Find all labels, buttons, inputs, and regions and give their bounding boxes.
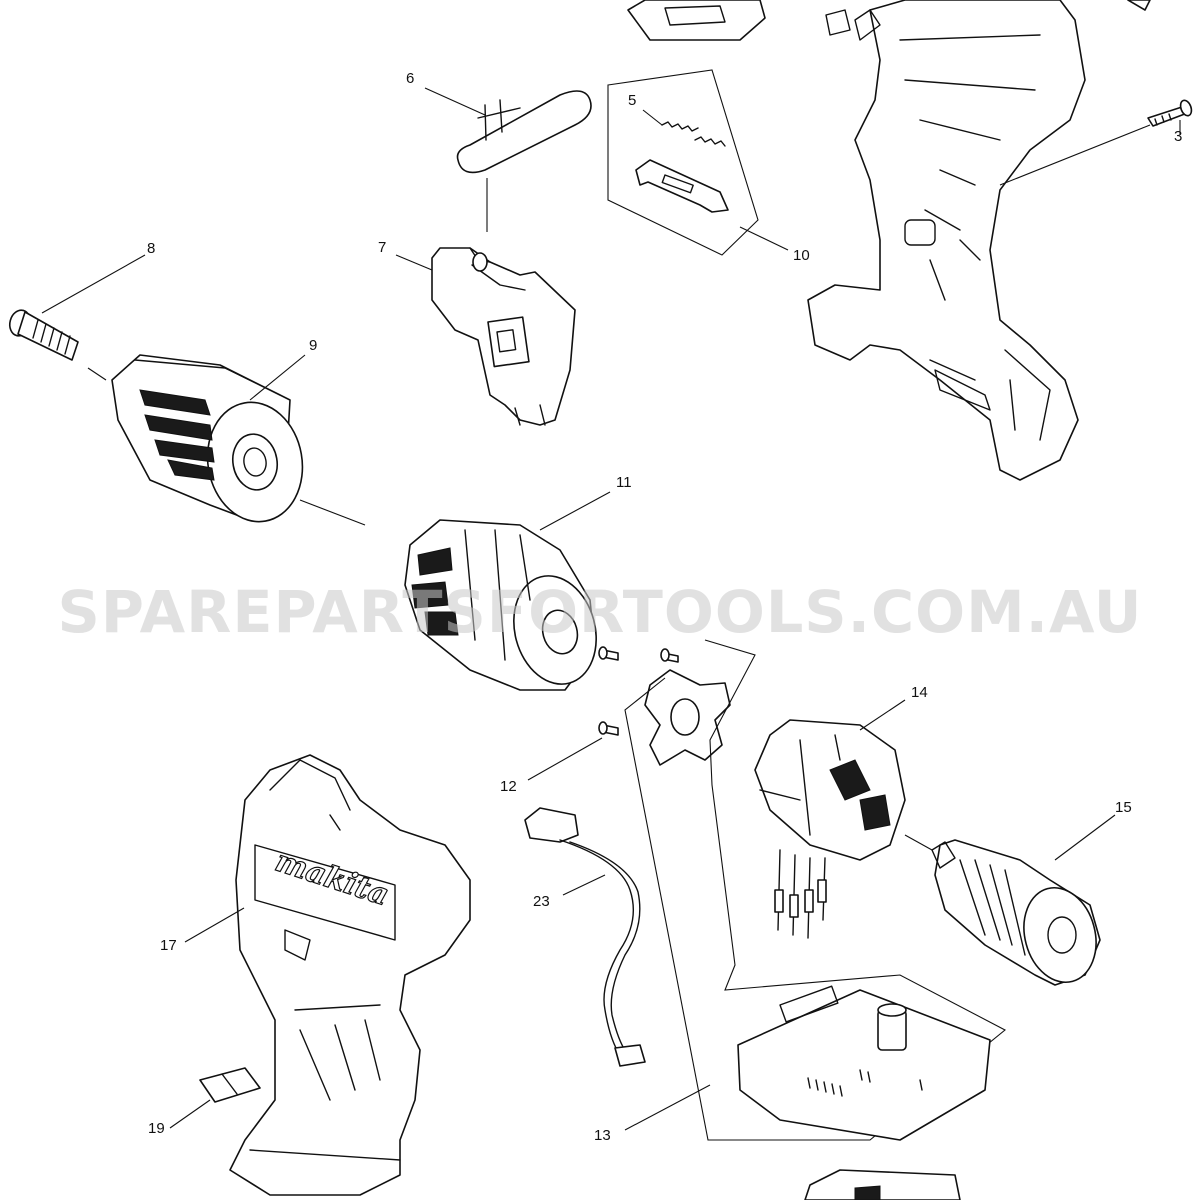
- switch-7-part[interactable]: [431, 247, 576, 426]
- part-label-6: 6: [406, 70, 414, 87]
- leader-line-9: [249, 354, 306, 401]
- gear-assembly-11-part[interactable]: [404, 519, 608, 693]
- leader-line-11: [539, 491, 611, 531]
- screw-12-upper-part[interactable]: [598, 646, 619, 661]
- springs-5-part[interactable]: [661, 121, 726, 147]
- controller-board-part[interactable]: [737, 985, 991, 1141]
- motor-plate-part[interactable]: [644, 669, 731, 766]
- part-label-8: 8: [147, 240, 155, 257]
- leader-line-10: [739, 226, 789, 251]
- part-label-11: 11: [616, 474, 632, 491]
- wire-harness-23-part[interactable]: [524, 807, 646, 1067]
- part-label-17: 17: [160, 937, 177, 954]
- stator-14-part[interactable]: [754, 719, 906, 939]
- rotary-switch-plate-part[interactable]: [627, 0, 766, 41]
- leader-line-13: [624, 1084, 711, 1131]
- part-label-13: 13: [594, 1127, 611, 1144]
- leader-line-12: [527, 737, 603, 781]
- bottom-center-part[interactable]: [804, 1169, 961, 1200]
- leader-line-15b: [904, 834, 933, 851]
- part-10-group-box: [607, 69, 759, 256]
- part-label-7: 7: [378, 239, 386, 256]
- part-label-23: 23: [533, 893, 550, 910]
- part-label-15: 15: [1115, 799, 1132, 816]
- leader-line-14: [859, 699, 906, 731]
- screw-8-part[interactable]: [7, 308, 79, 361]
- contact-plate-part[interactable]: [635, 159, 729, 213]
- part-label-12: 12: [500, 778, 517, 795]
- part-label-10: 10: [793, 247, 810, 264]
- switch-lever-6-part[interactable]: [456, 90, 592, 174]
- part-label-3: 3: [1174, 128, 1182, 145]
- top-right-corner-part[interactable]: [1127, 0, 1151, 11]
- watermark-text: SPAREPARTSFORTOOLS.COM.AU: [58, 578, 1143, 646]
- leader-line-8: [41, 254, 146, 314]
- part-label-14: 14: [911, 684, 928, 701]
- leader-line-19: [169, 1099, 211, 1129]
- leader-line-6: [424, 87, 486, 116]
- housing-half-part[interactable]: [807, 0, 1086, 481]
- part-label-19: 19: [148, 1120, 165, 1137]
- screw-3-part[interactable]: [1147, 99, 1193, 127]
- leader-line-9b: [299, 499, 366, 526]
- chuck-9-part[interactable]: [111, 354, 312, 529]
- leader-line-17: [184, 907, 245, 943]
- leader-line-3b: [999, 124, 1151, 186]
- leader-line-23: [562, 874, 606, 896]
- housing-17-part[interactable]: makita: [229, 754, 471, 1196]
- leader-line-7: [395, 254, 433, 271]
- leader-line-15: [1054, 814, 1116, 861]
- leader-line-5: [642, 109, 663, 126]
- screw-12-right-part[interactable]: [660, 648, 679, 663]
- part-label-9: 9: [309, 337, 317, 354]
- label-19-part[interactable]: [199, 1067, 261, 1103]
- part-label-5: 5: [628, 92, 636, 109]
- rotor-15-part[interactable]: [931, 839, 1106, 990]
- part-13-group-box: [624, 639, 1006, 1141]
- leader-line-8b: [87, 367, 107, 381]
- screw-12-lower-part[interactable]: [598, 721, 619, 736]
